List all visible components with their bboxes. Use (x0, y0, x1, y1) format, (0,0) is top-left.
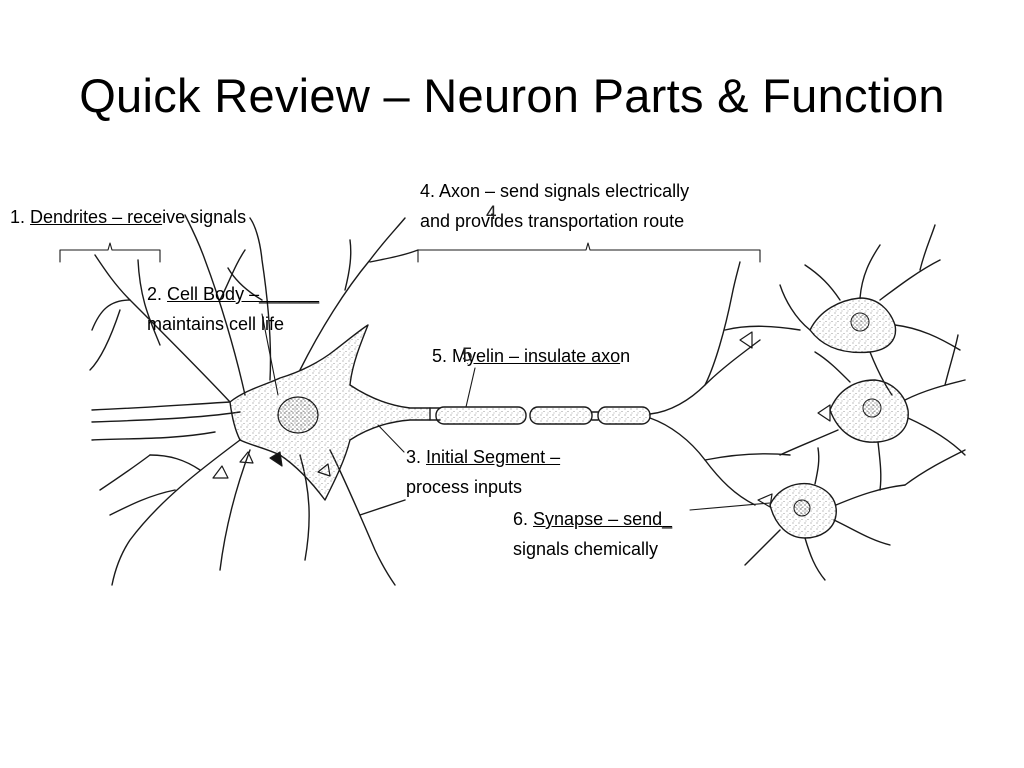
label-cell-body-name: Cell Body – (167, 284, 260, 304)
label-cell-body: 2. Cell Body –______ maintains cell life (147, 279, 319, 339)
label-cell-body-blank: ______ (259, 284, 320, 304)
label-axon: 4. Axon – send signals electrically and … (420, 176, 689, 236)
cell-body (229, 324, 431, 501)
label-dendrites: 1. Dendrites – receive signals (10, 202, 246, 232)
label-synapse-name: Synapse – send (533, 509, 663, 529)
label-myelin-rest: n (620, 346, 631, 366)
target-neuron-bottom (744, 447, 966, 581)
label-dendrites-name: Dendrites – rece (30, 207, 163, 227)
label-myelin: 5. Myelin – insulate axon (432, 341, 630, 371)
label-dendrites-rest: ive signals (162, 207, 247, 227)
label-dendrites-number: 1. (10, 207, 26, 227)
label-axon-line2: and provides transportation route (420, 211, 685, 231)
label-initial-segment-name: Initial Segment – (426, 447, 561, 467)
label-cell-body-line2: maintains cell life (147, 314, 285, 334)
synaptic-terminals (212, 331, 831, 508)
label-synapse-number: 6. (513, 509, 529, 529)
label-myelin-number: 5. M (432, 346, 468, 366)
label-synapse-blank: _ (662, 509, 673, 529)
target-neuron-middle (779, 334, 966, 491)
slide-title: Quick Review – Neuron Parts & Function (79, 69, 945, 122)
label-myelin-name: yelin – insulate axo (467, 346, 621, 366)
axon (429, 261, 801, 506)
label-synapse-line2: signals chemically (513, 539, 659, 559)
target-neuron-top (779, 224, 961, 396)
dendrites (89, 214, 419, 586)
label-initial-segment-line2: process inputs (406, 477, 523, 497)
label-initial-segment-number: 3. (406, 447, 422, 467)
annotation-lines (59, 242, 771, 511)
axon-marker: 4 (486, 203, 497, 224)
label-cell-body-number: 2. (147, 284, 163, 304)
label-initial-segment: 3. Initial Segment – process inputs (406, 442, 560, 502)
label-synapse: 6. Synapse – send_ signals chemically (513, 504, 672, 564)
myelin-marker: 5 (462, 345, 473, 366)
label-axon-line1: 4. Axon – send signals electrically (420, 181, 690, 201)
